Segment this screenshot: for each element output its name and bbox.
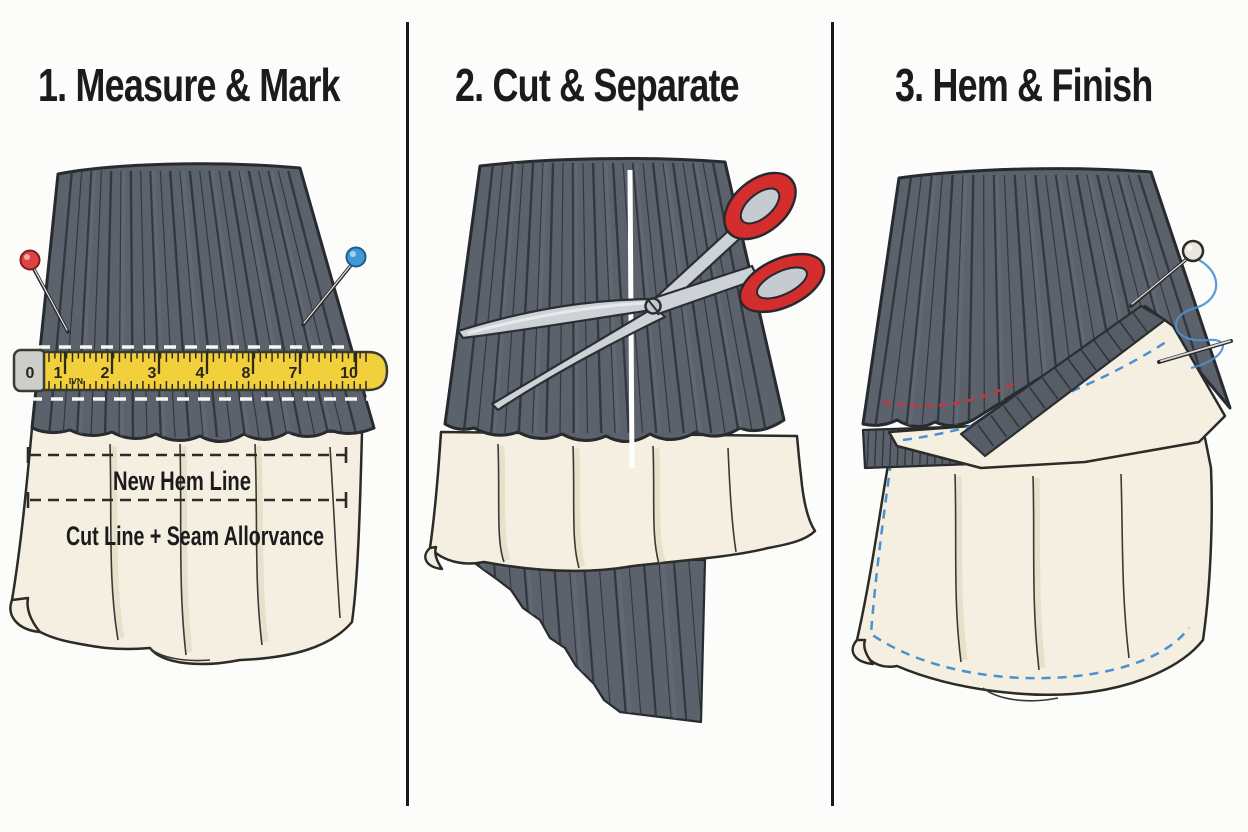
hem-curl [9, 596, 42, 634]
tape-number-1: 1 [54, 365, 63, 382]
tape-number-0: 0 [26, 365, 35, 382]
scissors-upper-handle [723, 171, 797, 241]
tape-body [42, 350, 389, 392]
panel-hem-finish [851, 167, 1233, 702]
tape-number-2: 2 [101, 365, 110, 382]
blue-pin-icon [301, 246, 367, 327]
scissors-icon [456, 171, 826, 412]
tape-number-7: 7 [289, 365, 298, 382]
cut-off-skirt-piece [466, 556, 707, 724]
hem-stitch-line [869, 461, 1190, 680]
new-hem-line-label: New Hem Line [113, 466, 251, 496]
tape-number-10: 10 [340, 365, 358, 382]
panel-divider-right [831, 22, 834, 806]
fold-stitch-line [902, 338, 1170, 442]
step1-title: 1. Measure & Mark [38, 59, 341, 111]
hem-curl [424, 545, 444, 571]
red-pin-icon [19, 249, 70, 334]
underskirt-illustration [9, 426, 364, 666]
panel-cut-separate [424, 157, 826, 724]
hem-markings: New Hem Line Cut Line + Seam Allorvance [26, 447, 348, 551]
tape-number-4: 4 [196, 365, 205, 382]
fold-crease-pleat-band [959, 304, 1167, 458]
measuring-tape: 0 1 2 3 4 8 7 10 IVN [12, 348, 389, 393]
tape-unit-mark: IVN [69, 376, 83, 386]
underskirt-illustration [424, 430, 817, 573]
underskirt-illustration [851, 428, 1213, 702]
needle-icon [1157, 339, 1233, 364]
panel-measure-mark: 0 1 2 3 4 8 7 10 IVN New Hem Line Cut Li… [9, 162, 389, 666]
tape-number-8: 8 [242, 365, 251, 382]
pleated-skirt-illustration [30, 162, 376, 444]
tape-number-3: 3 [148, 365, 157, 382]
pleat-lines [47, 170, 359, 438]
scissors-lower-handle [738, 252, 826, 314]
pin-icon [1129, 239, 1205, 308]
cut-line [627, 169, 635, 469]
hem-marking-red-line [882, 378, 1021, 408]
tape-ticks [48, 352, 367, 389]
step3-title: 3. Hem & Finish [895, 59, 1153, 111]
cut-line-label: Cut Line + Seam Allorvance [66, 521, 324, 551]
panel-divider-left [406, 22, 409, 806]
thread [1174, 252, 1224, 370]
step2-title: 2. Cut & Separate [455, 59, 740, 111]
hem-curl [851, 638, 875, 666]
